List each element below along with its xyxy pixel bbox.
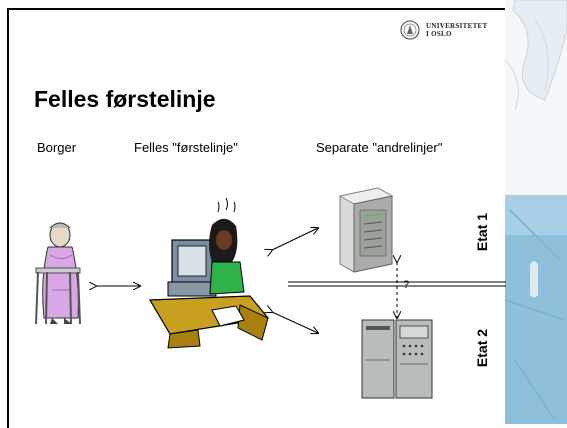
logo-line-1: UNIVERSITETET bbox=[426, 22, 488, 30]
elderly-woman-clipart bbox=[35, 222, 81, 325]
link-question-mark: ? bbox=[403, 279, 410, 291]
decorative-stripe bbox=[505, 0, 567, 424]
label-citizen: Borger bbox=[37, 140, 77, 155]
university-seal-icon bbox=[400, 20, 420, 40]
university-logo: UNIVERSITETET I OSLO bbox=[400, 20, 487, 40]
computer-user-clipart bbox=[148, 197, 270, 349]
slide-title: Felles førstelinje bbox=[34, 86, 216, 112]
slide-border bbox=[7, 8, 505, 428]
server-cabinet-clipart bbox=[361, 319, 433, 399]
arrow-front-agency-2 bbox=[272, 312, 318, 333]
server-tower-clipart bbox=[338, 187, 394, 273]
label-front-line: Felles "førstelinje" bbox=[134, 140, 238, 155]
logo-line-2: I OSLO bbox=[426, 30, 452, 38]
label-back-lines: Separate "andrelinjer" bbox=[316, 140, 443, 155]
arrow-front-agency-1 bbox=[272, 228, 318, 250]
